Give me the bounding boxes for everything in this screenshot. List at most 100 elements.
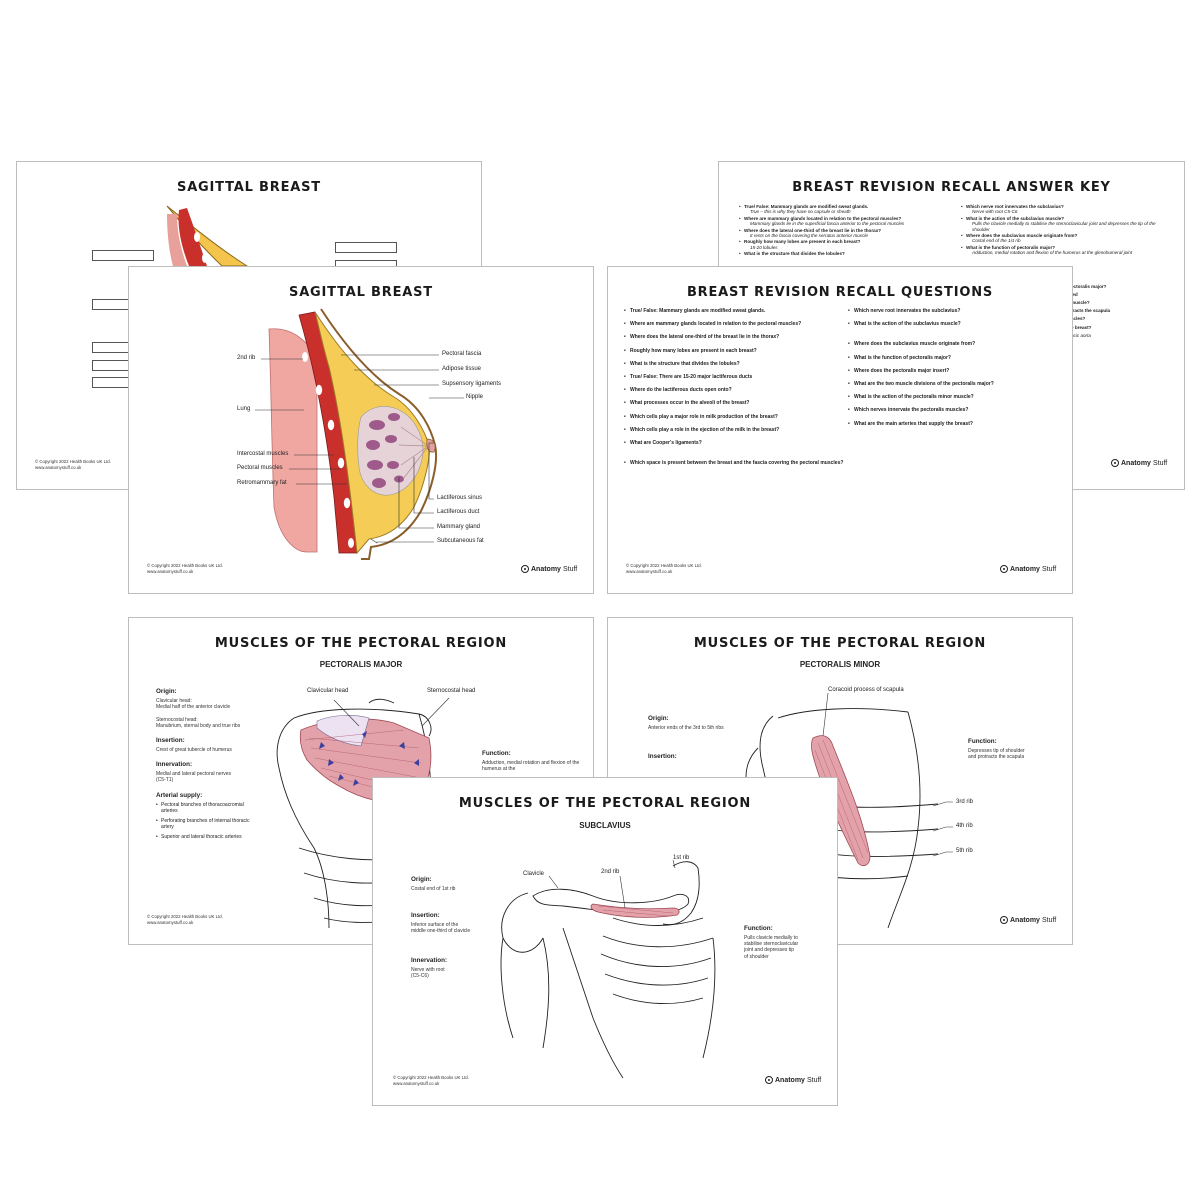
question-item: What are the main arteries that supply t… — [848, 421, 1053, 428]
function-heading: Function: — [968, 738, 997, 745]
label-adipose-tissue: Adipose tissue — [442, 366, 482, 372]
question-item: True/ False: Mammary glands are modified… — [624, 308, 844, 315]
question-item: Which nerves innervate the pectoralis mu… — [848, 407, 1053, 414]
question-item: Where does the subclavius muscle origina… — [848, 341, 1053, 348]
info-panel: Origin: Clavicular head: Medial half of … — [156, 688, 266, 841]
answer-item: Where does the lateral one-third of the … — [739, 228, 954, 239]
answer-item: What is the function of pectoralis major… — [961, 245, 1171, 256]
page-title: MUSCLES OF THE PECTORAL REGION — [214, 636, 508, 651]
logo-icon — [1000, 565, 1008, 573]
arterial-heading: Arterial supply: — [156, 791, 203, 799]
function-text: Adduction, medial rotation and flexion o… — [482, 760, 580, 773]
origin-heading: Origin: — [411, 876, 432, 883]
origin-text: Anterior ends of the 3rd to 5th ribs — [648, 725, 724, 731]
brand-text: Stuff — [562, 565, 578, 573]
answer-item: What is the structure that divides the l… — [739, 251, 954, 257]
copyright: © Copyright 2022 Health Books UK Ltd. ww… — [147, 914, 223, 926]
question-item: What is the structure that divides the l… — [624, 361, 844, 368]
question-item: Which space is present between the breas… — [624, 460, 844, 467]
page-subtitle: PECTORALIS MAJOR — [319, 660, 403, 669]
sheet-subclavius: MUSCLES OF THE PECTORAL REGION SUBCLAVIU… — [372, 777, 838, 1106]
arterial-item: Pectoral branches of thoracoacromial art… — [156, 802, 256, 814]
answer-item: Where does the subclavius muscle origina… — [961, 233, 1171, 244]
label-lactiferous-duct: Lactiferous duct — [437, 509, 480, 515]
copyright-line: © Copyright 2022 Health Books UK Ltd. — [393, 1075, 469, 1080]
breast-diagram-partial — [166, 205, 249, 267]
page-title: BREAST REVISION RECALL ANSWER KEY — [792, 180, 1111, 195]
question-list-left: True/ False: Mammary glands are modified… — [624, 308, 844, 473]
label-retromammary-fat: Retromammary fat — [237, 480, 287, 486]
brand-text: Anatomy — [531, 565, 561, 573]
innervation-heading: Innervation: — [411, 956, 448, 964]
page-title: MUSCLES OF THE PECTORAL REGION — [693, 636, 987, 651]
answer-list-left: True/ False: Mammary glands are modified… — [739, 204, 954, 258]
label-5th-rib: 5th rib — [956, 848, 973, 854]
label-intercostal-muscles: Intercostal muscles — [237, 451, 289, 457]
label-blank-box[interactable] — [92, 250, 154, 261]
copyright-line: © Copyright 2022 Health Books UK Ltd. — [147, 563, 223, 568]
insertion-text: Inferior surface of the middle one-third… — [411, 922, 471, 935]
logo-icon — [765, 1076, 773, 1084]
insertion-text: Crest of great tubercle of humerus — [156, 747, 232, 754]
question-item: Where does the pectoralis major insert? — [848, 368, 1053, 375]
brand-text: Stuff — [1152, 459, 1168, 467]
question-item: Where do the lactiferous ducts open onto… — [624, 387, 844, 394]
question-item: What are Cooper's ligaments? — [624, 440, 844, 447]
copyright-line: © Copyright 2022 Health Books UK Ltd. — [626, 563, 702, 568]
copyright: © Copyright 2022 Health Books UK Ltd. ww… — [626, 563, 702, 575]
answer-item: Which nerve root innervates the subclavi… — [961, 204, 1171, 215]
innervation-text: Nerve with root (C5-C6) — [411, 966, 445, 979]
innervation-heading: Innervation: — [156, 761, 193, 769]
answer-item: What is the action of the subclavius mus… — [961, 216, 1171, 232]
website-line: www.anatomystuff.co.uk — [35, 465, 82, 470]
page-title: MUSCLES OF THE PECTORAL REGION — [458, 796, 752, 811]
question-item: What processes occur in the alveoli of t… — [624, 400, 844, 407]
page-title: SAGITTAL BREAST — [289, 285, 433, 300]
brand-text: Anatomy — [1010, 565, 1040, 573]
website-line: www.anatomystuff.co.uk — [626, 569, 673, 574]
question-item: What is the function of pectoralis major… — [848, 355, 1053, 362]
label-3rd-rib: 3rd rib — [956, 799, 974, 805]
question-item: What is the action of the subclavius mus… — [848, 321, 1053, 328]
brand-text: Stuff — [1041, 916, 1057, 924]
question-item: Roughly how many lobes are present in ea… — [624, 348, 844, 355]
origin-text: Costal end of 1st rib — [411, 886, 456, 892]
label-2nd-rib: 2nd rib — [237, 355, 256, 361]
label-blank-box[interactable] — [335, 242, 397, 253]
label-coracoid-process: Coracoid process of scapula — [828, 687, 904, 693]
brand-text: Anatomy — [775, 1076, 805, 1084]
answer-item: True/ False: Mammary glands are modified… — [739, 204, 954, 215]
function-text: Pulls clavicle medially to stabilise ste… — [744, 935, 799, 960]
answer-item: Where are mammary glands located in rela… — [739, 216, 954, 227]
sheet-sagittal-breast-labeled: SAGITTAL BREAST — [128, 266, 594, 594]
arterial-list: Pectoral branches of thoracoacromial art… — [156, 802, 256, 840]
page-title: BREAST REVISION RECALL QUESTIONS — [686, 285, 994, 300]
origin-heading: Origin: — [648, 715, 669, 722]
question-item: Where does the lateral one-third of the … — [624, 334, 844, 341]
question-item: What is the action of the pectoralis min… — [848, 394, 1053, 401]
brand-text: Anatomy — [1121, 459, 1151, 467]
function-text: Depresses tip of shoulder and protracts … — [968, 748, 1025, 761]
insertion-heading: Insertion: — [156, 737, 185, 745]
label-pectoral-fascia: Pectoral fascia — [442, 351, 482, 357]
question-item: Which cells play a major role in milk pr… — [624, 414, 844, 421]
breast-diagram — [255, 308, 464, 560]
question-item: True/ False: There are 15-20 major lacti… — [624, 374, 844, 381]
logo-icon — [521, 565, 529, 573]
label-1st-rib: 1st rib — [673, 855, 690, 861]
page-subtitle: SUBCLAVIUS — [579, 821, 631, 830]
subclavius-diagram — [500, 859, 716, 1079]
answer-item: Roughly how many lobes are present in ea… — [739, 239, 954, 250]
label-lactiferous-sinus: Lactiferous sinus — [437, 495, 483, 501]
insertion-heading: Insertion: — [648, 753, 677, 761]
website-line: www.anatomystuff.co.uk — [393, 1081, 440, 1086]
question-item: Which nerve root innervates the subclavi… — [848, 308, 1053, 315]
label-4th-rib: 4th rib — [956, 823, 973, 829]
question-item: What are the two muscle divisions of the… — [848, 381, 1053, 388]
brand-text: Anatomy — [1010, 916, 1040, 924]
question-item: Where are mammary glands located in rela… — [624, 321, 844, 328]
function-heading: Function: — [482, 750, 511, 757]
arterial-item: Perforating branches of internal thoraci… — [156, 818, 256, 830]
page-subtitle: PECTORALIS MINOR — [799, 660, 881, 669]
